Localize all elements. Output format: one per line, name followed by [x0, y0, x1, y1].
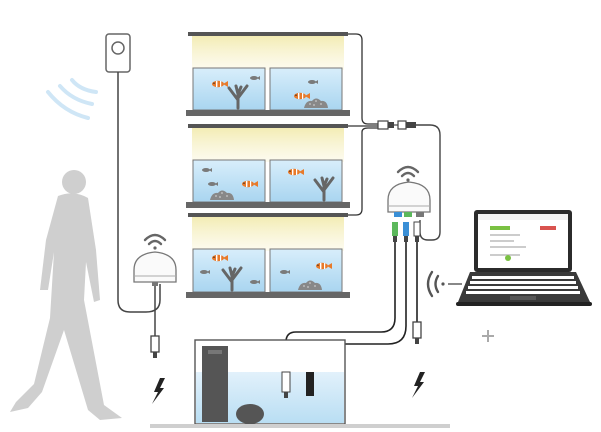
- wifi-icon: [143, 233, 167, 250]
- shelf-1: [186, 36, 350, 116]
- cable-connector: [377, 120, 441, 241]
- lightning-icon: [412, 372, 425, 398]
- shelf-3: [186, 217, 350, 298]
- wifi-icon: [396, 165, 420, 182]
- light-cables: [348, 33, 378, 216]
- shelf-2: [186, 128, 350, 208]
- plus-icon: [482, 330, 494, 342]
- laptop-icon: [456, 210, 592, 306]
- sump-tank: [150, 339, 450, 428]
- wifi-waves-left: [46, 78, 98, 120]
- plug-cable: [117, 72, 161, 313]
- wall-plug: [105, 33, 161, 313]
- person-icon: [10, 170, 122, 420]
- lightning-icon: [152, 378, 165, 404]
- aquarium-rack: [186, 32, 350, 298]
- controller-right: [387, 165, 431, 217]
- controller-left: [133, 233, 177, 358]
- laptop-wifi-icon: [426, 270, 445, 298]
